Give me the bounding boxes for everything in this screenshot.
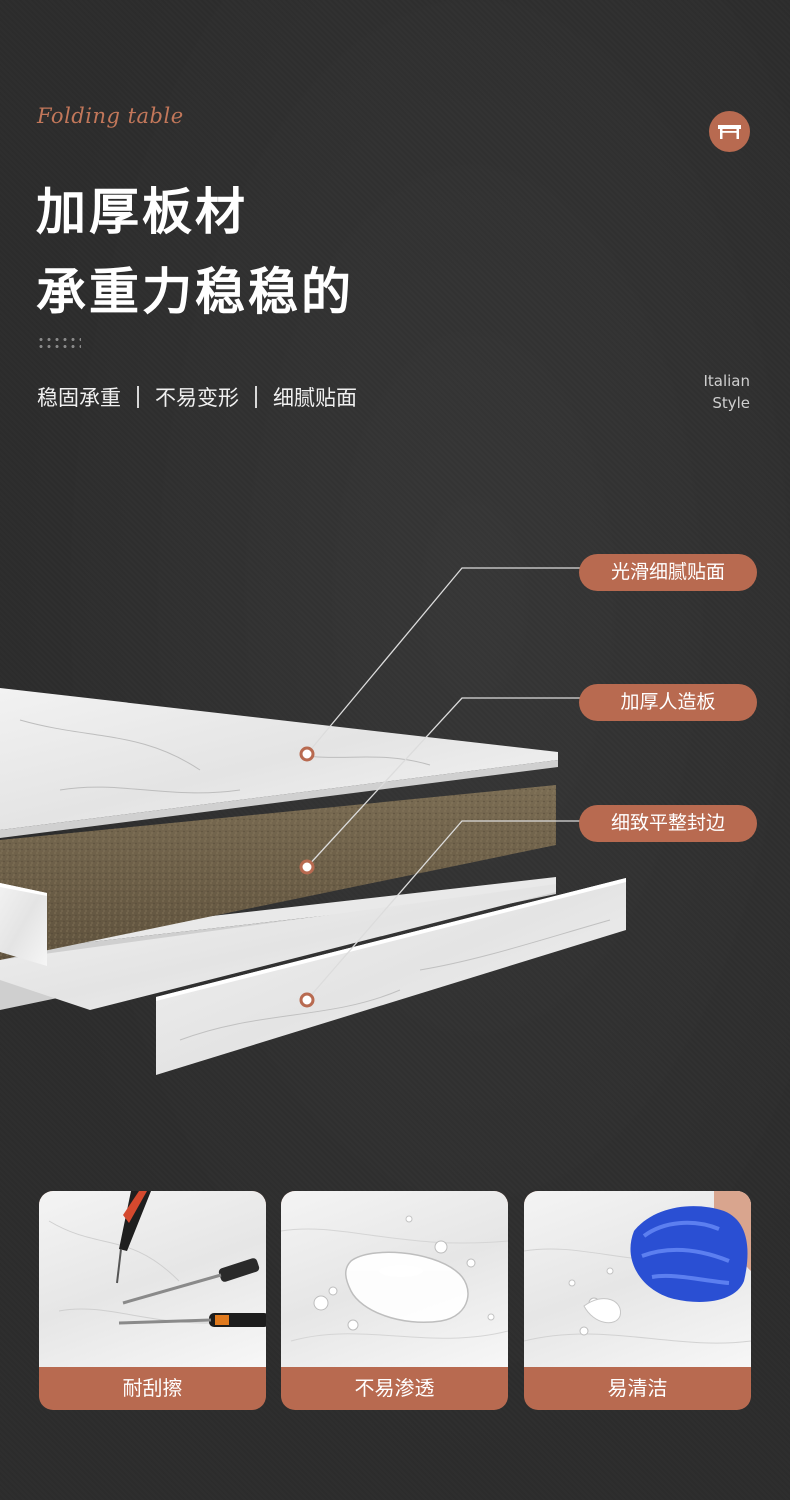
layer-label-edge: 细致平整封边	[579, 805, 757, 842]
tagline: Folding table	[37, 104, 184, 128]
clean-photo	[524, 1191, 751, 1367]
card-caption: 易清洁	[607, 1376, 668, 1400]
feature-item: 不易变形	[155, 386, 239, 410]
card-caption: 耐刮擦	[122, 1376, 183, 1400]
bottom-sheet	[0, 877, 556, 1010]
page-title-line1: 加厚板材	[36, 183, 248, 241]
feature-list: 稳固承重 不易变形 细腻贴面	[37, 382, 357, 412]
card-caption: 不易渗透	[354, 1376, 435, 1400]
left-edge-strip	[0, 883, 47, 966]
style-note-line2: Style	[712, 394, 750, 412]
feature-card-clean: 易清洁	[524, 1191, 751, 1410]
table-icon	[709, 111, 750, 152]
screwdriver-icon	[48, 1191, 266, 1327]
feature-card-scratch: 耐刮擦	[39, 1191, 266, 1410]
style-note-line1: Italian	[703, 372, 750, 390]
board-layers-illustration	[0, 567, 626, 1075]
cleaning-cloth-icon	[524, 1191, 751, 1344]
leader-lines	[306, 567, 580, 1001]
water-photo	[281, 1191, 508, 1367]
feature-card-waterproof: 不易渗透	[281, 1191, 508, 1410]
page-title-line2: 承重力稳稳的	[36, 263, 354, 321]
water-drop-icon	[281, 1215, 508, 1342]
layer-label-core: 加厚人造板	[579, 684, 757, 721]
feature-separator	[255, 386, 257, 408]
feature-separator	[137, 386, 139, 408]
feature-item: 细腻贴面	[273, 386, 357, 410]
style-note: Italian Style	[703, 370, 750, 414]
layer-label-surface: 光滑细腻贴面	[579, 554, 757, 591]
scratch-photo	[39, 1191, 266, 1367]
front-edge-strip	[156, 878, 626, 1075]
feature-item: 稳固承重	[37, 386, 121, 410]
layer-markers	[299, 746, 315, 1008]
core-board	[0, 785, 556, 960]
dot-grid-decoration	[37, 336, 81, 350]
